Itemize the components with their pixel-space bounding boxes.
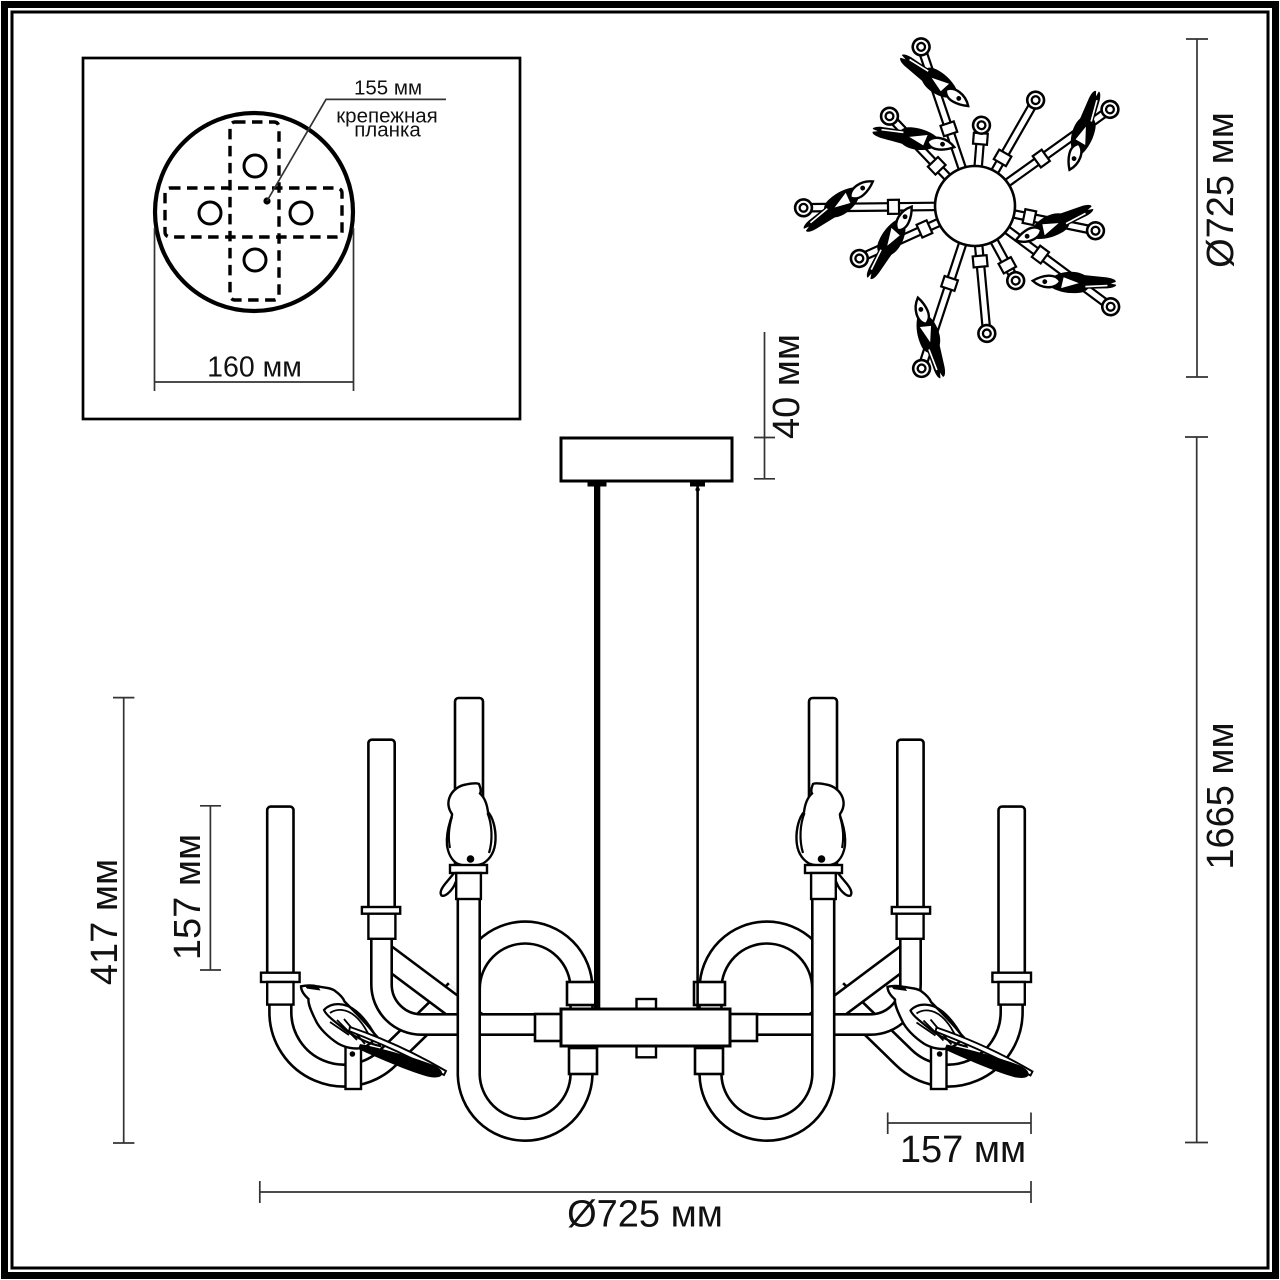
svg-text:160 мм: 160 мм <box>207 352 302 384</box>
svg-text:40 мм: 40 мм <box>766 334 808 439</box>
svg-text:157 мм: 157 мм <box>900 1129 1026 1171</box>
svg-text:1665 мм: 1665 мм <box>1200 722 1242 869</box>
svg-text:планка: планка <box>354 119 421 142</box>
svg-text:155 мм: 155 мм <box>354 77 422 100</box>
svg-text:крепежная: крепежная <box>336 105 438 128</box>
svg-text:Ø725 мм: Ø725 мм <box>1200 112 1242 268</box>
svg-text:157 мм: 157 мм <box>167 834 209 960</box>
svg-text:417 мм: 417 мм <box>84 859 126 985</box>
svg-text:Ø725 мм: Ø725 мм <box>567 1193 723 1235</box>
